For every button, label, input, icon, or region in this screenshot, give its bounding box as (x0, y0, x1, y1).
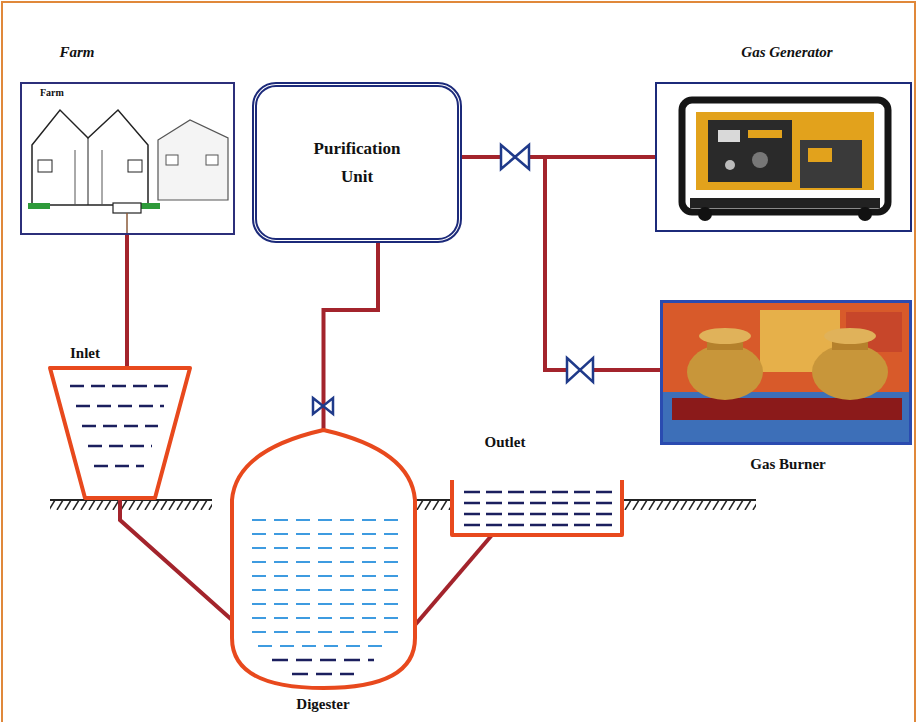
outlet-tank-outline (452, 480, 622, 535)
node-heading: Gas Burner (750, 456, 825, 473)
node-heading: Gas Generator (741, 44, 832, 61)
burner-illustration (812, 344, 888, 400)
farm-illustration (88, 138, 89, 205)
digester-tank-outline (232, 428, 415, 688)
generator-illustration (858, 207, 872, 221)
slurry-digester (252, 575, 398, 577)
node-heading: Outlet (485, 434, 526, 451)
valve-symbol (313, 398, 333, 414)
slurry-digester (252, 603, 398, 605)
outlet-tank-outline (452, 480, 622, 535)
sludge-digester (292, 673, 354, 676)
generator-box: Gas Generator (655, 82, 912, 232)
slurry-digester (252, 533, 398, 535)
generator-illustration (696, 112, 874, 190)
slurry-inlet (82, 425, 158, 428)
valve-symbol (313, 398, 333, 414)
slurry-digester (252, 631, 398, 633)
slurry-inlet (94, 465, 144, 468)
farm-illustration (206, 155, 218, 165)
sludge-digester (272, 660, 374, 674)
slurry-digester (252, 520, 398, 646)
pipe-connector (415, 535, 492, 625)
farm-illustration (32, 110, 148, 205)
pipe-connector (120, 498, 232, 620)
slurry-digester (252, 547, 398, 549)
valve-symbol (567, 358, 593, 382)
burner-illustration (699, 328, 751, 344)
slurry-outlet (464, 491, 612, 494)
node-label: Purification Unit (297, 135, 417, 189)
outlet-tank: Outlet (452, 480, 622, 535)
farm-box: Farm (20, 82, 235, 235)
farm-illustration (113, 203, 141, 213)
digester-tank-outline (232, 430, 415, 688)
ground-line (416, 500, 452, 510)
farm-illustration (126, 213, 128, 235)
slurry-digester (252, 561, 398, 563)
slurry-digester (258, 645, 390, 647)
sludge-digester (272, 659, 374, 662)
burner-illustration (662, 302, 910, 443)
farm-illustration (102, 150, 103, 205)
slurry-outlet (464, 502, 612, 505)
farm-illustration (28, 110, 228, 235)
generator-illustration (698, 207, 712, 221)
burner-illustration (672, 398, 902, 420)
generator-illustration (682, 100, 888, 212)
valve-symbol (501, 145, 529, 169)
generator-illustration (752, 152, 768, 168)
burner-box: Gas Burner (660, 300, 912, 445)
burner-illustration (662, 392, 910, 443)
generator-illustration (690, 198, 880, 208)
slurry-inlet (70, 385, 170, 388)
ground-line (50, 500, 212, 510)
generator-illustration (708, 120, 792, 182)
farm-illustration (166, 155, 178, 165)
slurry-outlet (464, 524, 612, 527)
inlet-tank: Inlet (50, 368, 190, 498)
generator-illustration (725, 160, 735, 170)
farm-illustration (28, 203, 50, 209)
farm-illustration (38, 160, 52, 172)
ground-line (622, 500, 756, 510)
slurry-inlet (76, 405, 164, 408)
slurry-outlet (464, 492, 612, 525)
generator-illustration (808, 148, 832, 162)
slurry-inlet (70, 386, 170, 466)
inlet-tank-outline (50, 368, 190, 498)
digester-tank: Digester (232, 428, 415, 688)
farm-illustration (158, 120, 228, 200)
generator-illustration (682, 100, 888, 221)
burner-illustration (662, 302, 910, 443)
valve-symbol (501, 145, 529, 169)
purification-box: Purification Unit (252, 82, 462, 243)
picture-label: Farm (40, 87, 64, 98)
burner-illustration (687, 344, 763, 400)
inlet-tank-outline (50, 368, 190, 498)
generator-illustration (748, 130, 782, 138)
slurry-digester (252, 589, 398, 591)
ground-line (50, 500, 756, 510)
pipe-connector (125, 235, 129, 368)
slurry-outlet (464, 513, 612, 516)
farm-illustration (128, 160, 142, 172)
burner-illustration (824, 328, 876, 344)
slurry-inlet (88, 445, 152, 448)
farm-illustration (75, 150, 76, 205)
slurry-digester (252, 617, 398, 619)
node-heading: Farm (59, 44, 94, 61)
generator-illustration (800, 140, 862, 188)
node-heading: Digester (296, 696, 349, 713)
node-heading: Inlet (70, 345, 100, 362)
generator-illustration (718, 130, 740, 142)
pipe-connector (462, 157, 660, 370)
slurry-digester (252, 519, 398, 521)
valve-symbol (567, 358, 593, 382)
